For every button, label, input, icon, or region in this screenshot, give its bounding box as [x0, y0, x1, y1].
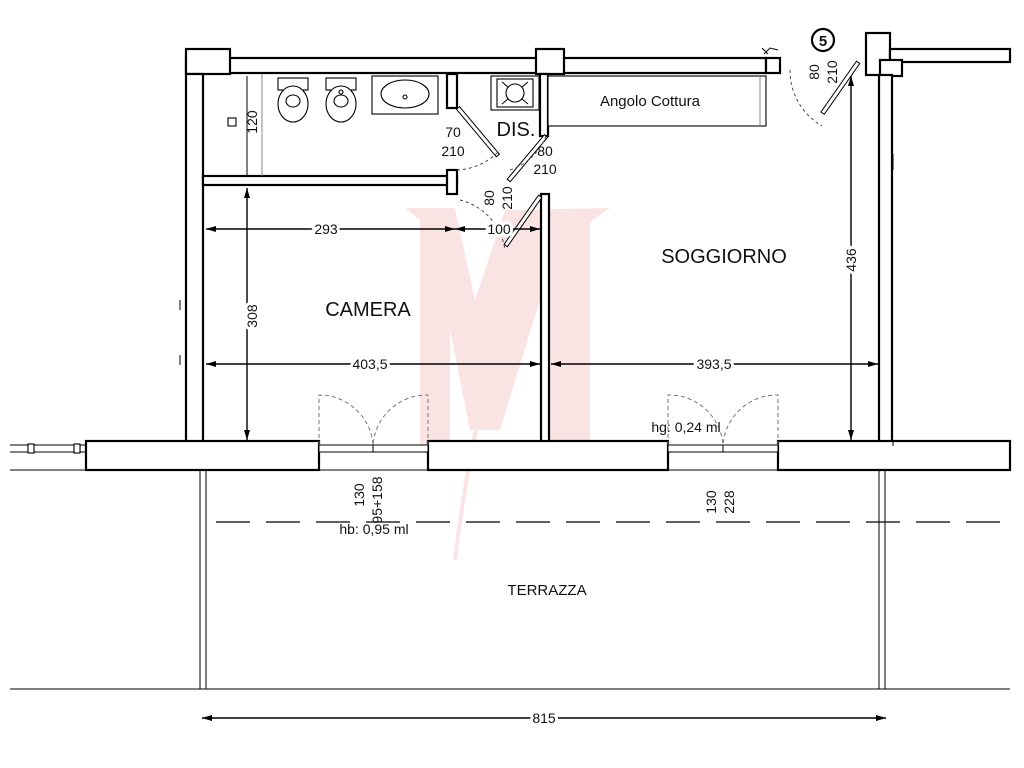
camera-window-icon [318, 394, 429, 453]
door-camera-width: 80 [481, 190, 497, 206]
living-door-icon [506, 134, 549, 183]
window-soggiorno-width: 130 [703, 490, 719, 514]
room-label-dis: DIS. [497, 119, 536, 141]
window-camera-width: 130 [351, 483, 367, 507]
sink-icon [371, 75, 439, 115]
dim-soggiorno-depth: 436 [843, 248, 859, 272]
window-soggiorno-hg: hg: 0,24 ml [651, 419, 720, 435]
room-label-terrazza: TERRAZZA [507, 582, 586, 599]
door-bath-width: 70 [445, 124, 461, 140]
dimension-lines [202, 76, 886, 721]
terrace [10, 469, 1010, 690]
door-entrance-height: 210 [824, 60, 840, 84]
labels: SOGGIORNO CAMERA DIS. Angolo Cottura TER… [241, 27, 862, 729]
unit-marker-number: 5 [819, 33, 827, 50]
window-camera-hb: hb: 0,95 ml [339, 521, 408, 537]
boiler-icon [490, 75, 540, 111]
window-camera-height: 95+158 [369, 476, 385, 523]
exterior-lines [10, 300, 181, 454]
room-label-soggiorno: SOGGIORNO [661, 246, 787, 268]
door-entrance-width: 80 [806, 64, 822, 80]
dim-door-width: 100 [487, 221, 511, 237]
window-soggiorno-height: 228 [721, 490, 737, 514]
kitchen-counter [547, 75, 767, 127]
doors [318, 47, 861, 453]
room-label-angolo-cottura: Angolo Cottura [600, 93, 701, 110]
bath-door-icon [455, 106, 501, 171]
dim-camera-depth: 308 [244, 304, 260, 328]
bidet-icon [325, 77, 357, 123]
watermark-logo [405, 208, 610, 561]
dim-bath-height: 120 [244, 110, 260, 134]
door-camera-height: 210 [499, 186, 515, 210]
door-living-width: 80 [537, 143, 553, 159]
room-label-camera: CAMERA [325, 299, 411, 321]
bathroom-fixtures [227, 74, 540, 176]
dim-soggiorno-width: 393,5 [696, 356, 731, 372]
dim-camera-width-inner: 293 [314, 221, 338, 237]
walls [84, 31, 1012, 472]
door-bath-height: 210 [441, 143, 465, 159]
dim-total-width: 815 [532, 710, 556, 726]
camera-door-icon [459, 194, 543, 251]
unit-marker: 5 [810, 27, 836, 53]
soggiorno-window-icon [667, 394, 779, 453]
entrance-door-icon [789, 60, 861, 127]
dim-camera-width: 403,5 [352, 356, 387, 372]
toilet-icon [277, 77, 309, 123]
door-living-height: 210 [533, 161, 557, 177]
